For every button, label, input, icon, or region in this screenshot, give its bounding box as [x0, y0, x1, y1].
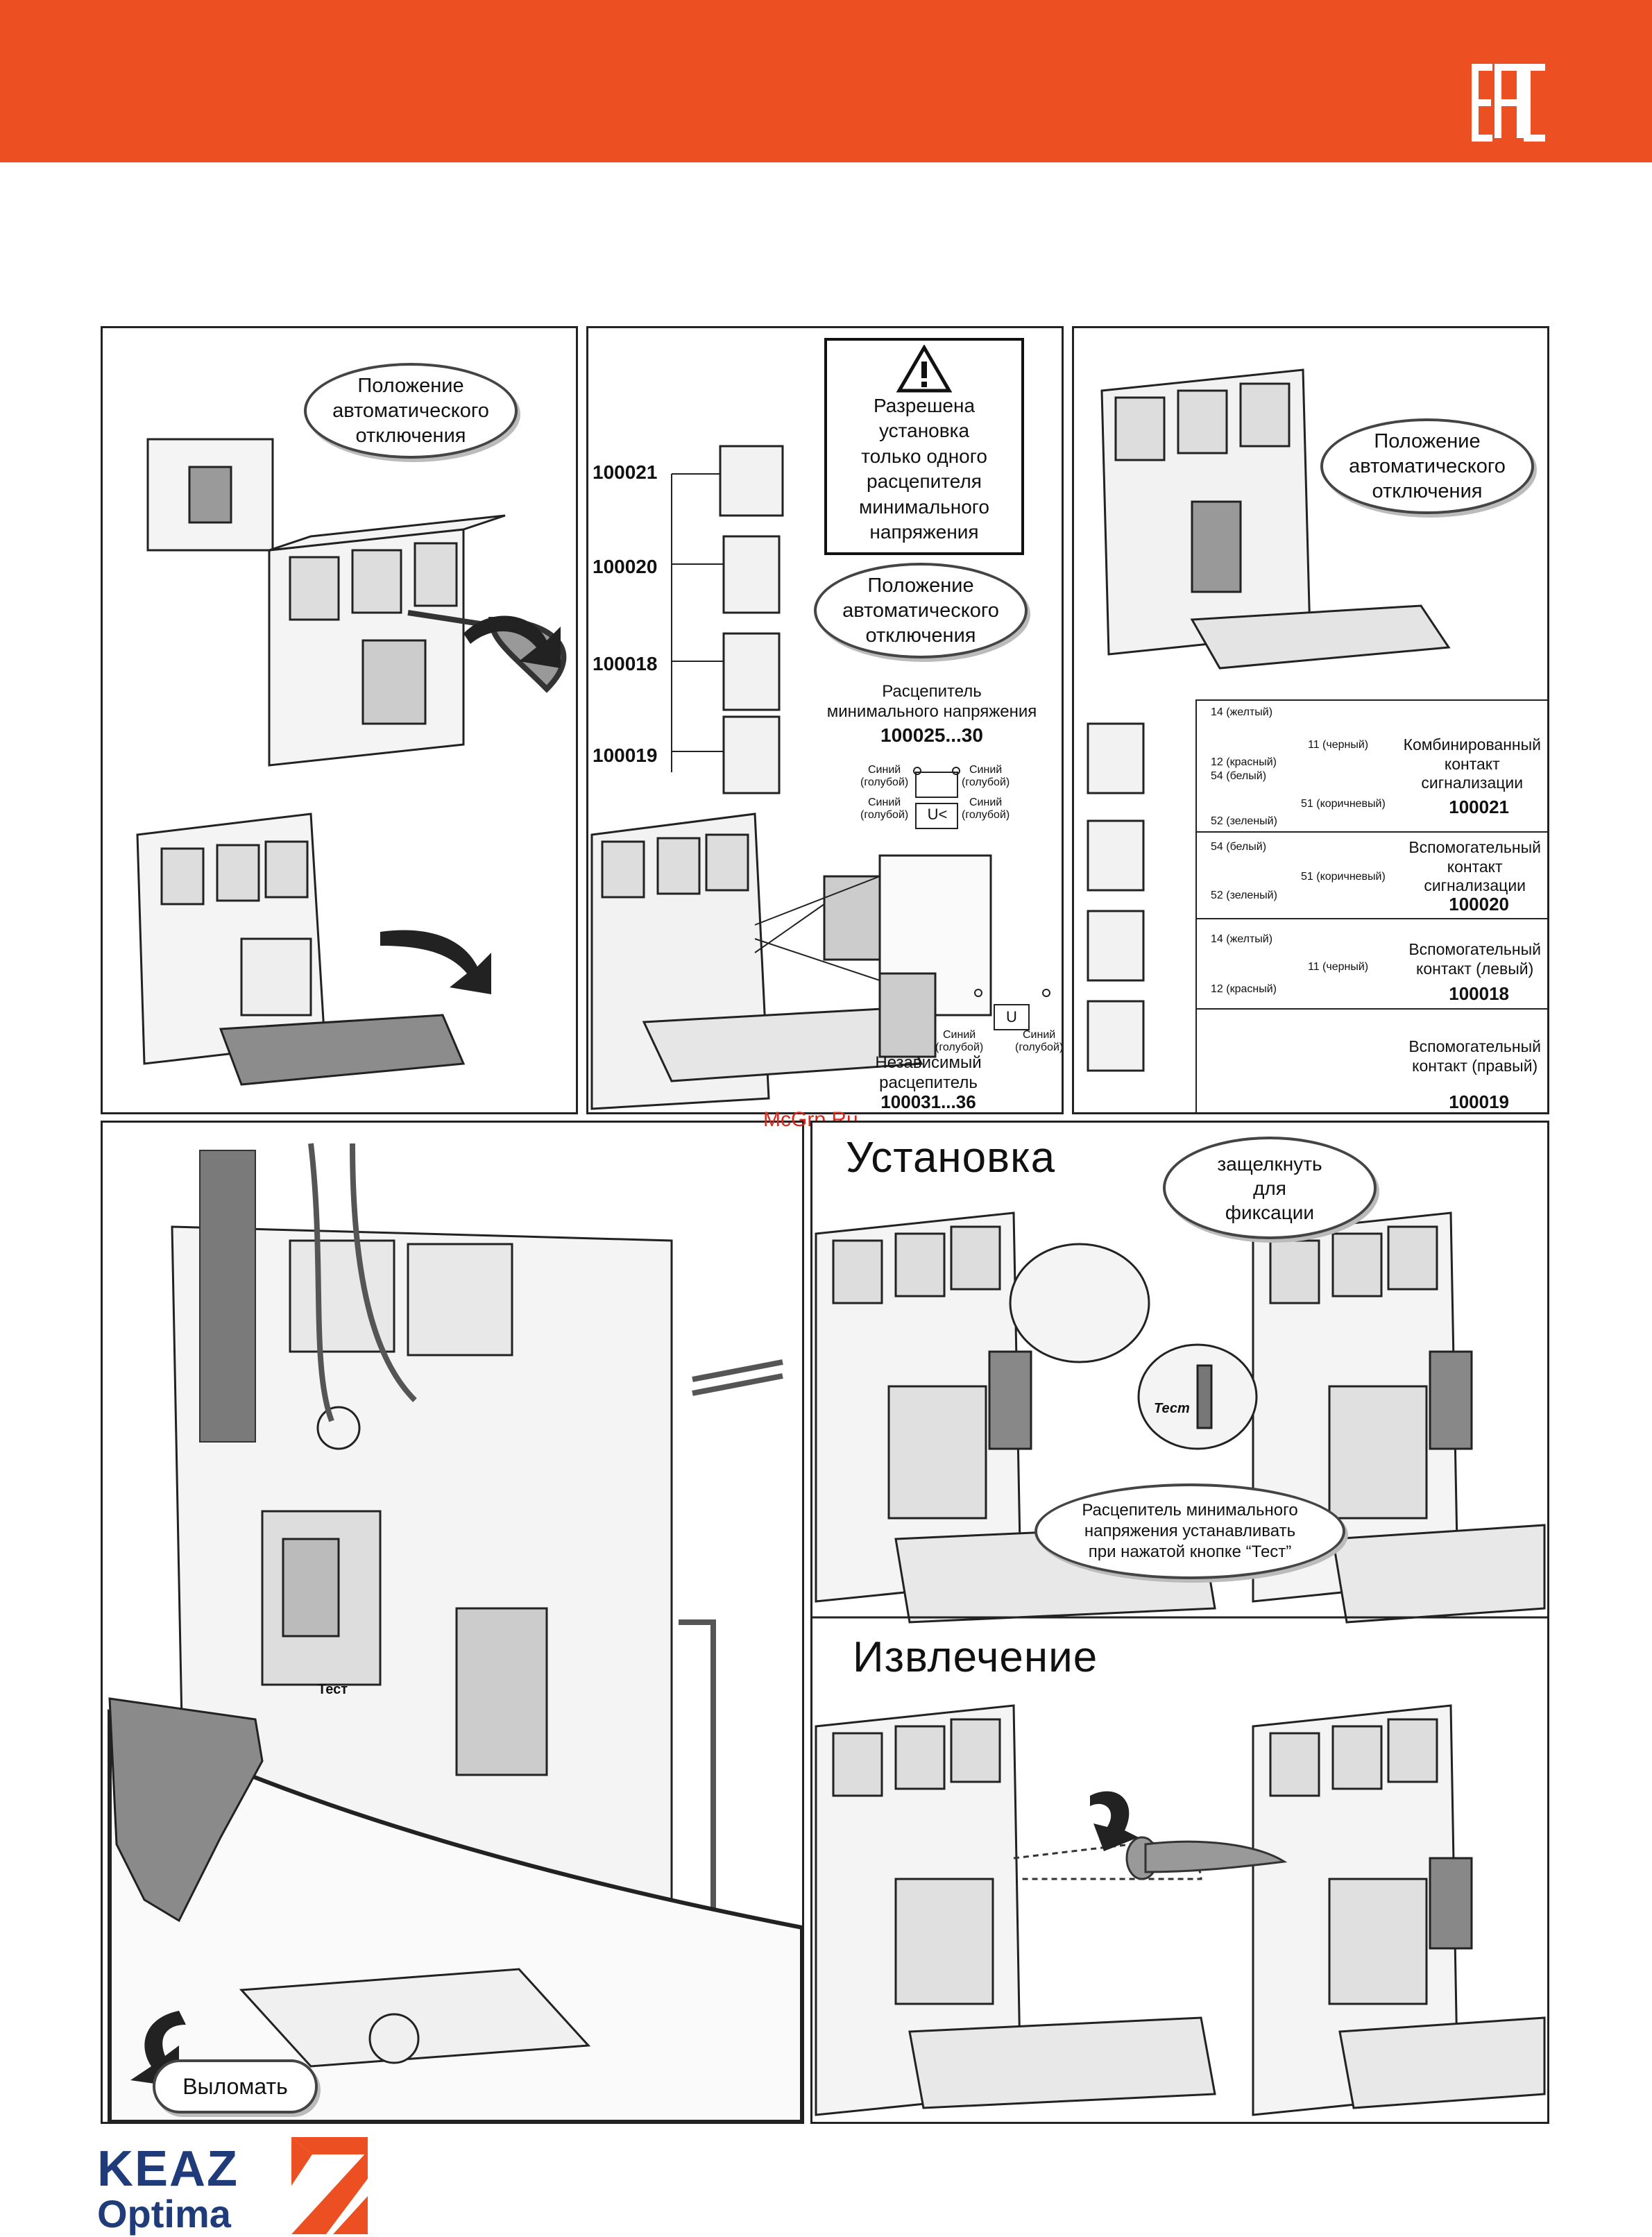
snap-bubble: защелкнуть для фиксации — [1163, 1137, 1377, 1239]
install-remove-illustration — [812, 1211, 1547, 2116]
wire-label: Синий (голубой) — [935, 1029, 984, 1053]
breakout-illustration — [108, 1143, 802, 2122]
brand-subname: Optima — [97, 2192, 231, 2236]
panel-accessories: 100021 100020 100018 100019 Разрешена ус… — [586, 326, 1064, 1114]
panel-breakout: Тест Выломать — [101, 1121, 804, 2124]
test-button-label: Тест — [318, 1682, 348, 1697]
brand-name: KEAZ — [97, 2141, 239, 2197]
legend-code: 100020 — [1449, 894, 1509, 915]
warning-text: Разрешена установка только одного расцеп… — [859, 395, 989, 543]
header-bar — [0, 0, 1652, 162]
panel-trip-position: Положение автоматического отключения — [101, 326, 578, 1114]
wire-label: 54 (белый) — [1211, 770, 1267, 782]
install-title: Установка — [846, 1134, 1056, 1182]
wire-label: 52 (зеленый) — [1211, 815, 1277, 827]
wire-label: 51 (коричневый) — [1301, 871, 1386, 883]
wire-label: Синий (голубой) — [1015, 1029, 1064, 1053]
trip-position-bubble: Положение автоматического отключения — [304, 363, 518, 459]
contact-legend: 14 (желтый) 11 (черный) 12 (красный) 54 … — [1195, 699, 1547, 1112]
code-label: 100020 — [593, 556, 658, 577]
wire-label: Синий (голубой) — [962, 764, 1010, 788]
warning-icon — [896, 345, 952, 393]
install-note-bubble: Расцепитель минимального напряжения уста… — [1034, 1483, 1345, 1579]
legend-row: 54 (белый) 51 (коричневый) 52 (зеленый) … — [1197, 831, 1547, 919]
shunt-code: 100031...36 — [880, 1091, 976, 1112]
legend-code: 100021 — [1449, 797, 1509, 817]
legend-code: 100018 — [1449, 983, 1509, 1004]
wire-label: 51 (коричневый) — [1301, 798, 1386, 810]
code-label: 100019 — [593, 745, 658, 766]
wire-label: Синий (голубой) — [860, 764, 909, 788]
legend-row: Вспомогательный контакт (правый) 100019 — [1197, 1008, 1547, 1112]
wire-label: 54 (белый) — [1211, 841, 1267, 853]
accessory-illustration — [590, 445, 1050, 1110]
legend-name: Комбинированный контакт сигнализации — [1403, 735, 1541, 792]
wire-label: 14 (желтый) — [1211, 933, 1273, 945]
legend-name: Вспомогательный контакт сигнализации — [1408, 838, 1541, 895]
warning-box: Разрешена установка только одного расцеп… — [824, 338, 1024, 555]
wire-label: 11 (черный) — [1308, 739, 1369, 751]
wire-label: 14 (желтый) — [1211, 706, 1273, 718]
trip-position-bubble: Положение автоматического отключения — [1320, 418, 1534, 514]
legend-code: 100019 — [1449, 1091, 1509, 1112]
uvr-title: Расцепитель минимального напряжения — [826, 682, 1037, 721]
legend-name: Вспомогательный контакт (левый) — [1408, 940, 1541, 978]
test-button-label: Тест — [1154, 1401, 1190, 1416]
panel-install-remove: Установка защелкнуть для фиксации Тест Р… — [810, 1121, 1549, 2124]
code-label: 100021 — [593, 461, 658, 483]
wire-label: 12 (красный) — [1211, 756, 1277, 768]
breakout-bubble: Выломать — [153, 2059, 318, 2113]
uvr-code: 100025...30 — [880, 724, 983, 746]
uvr-symbol: U< — [927, 806, 948, 823]
eac-logo — [1472, 64, 1545, 142]
trip-position-bubble: Положение автоматического отключения — [814, 563, 1028, 658]
shunt-title: Независимый расцепитель — [875, 1053, 982, 1092]
wire-label: 11 (черный) — [1308, 961, 1369, 973]
wire-label: Синий (голубой) — [860, 797, 909, 821]
keaz-logo-mark — [291, 2137, 368, 2234]
wire-label: 12 (красный) — [1211, 983, 1277, 995]
wire-label: Синий (голубой) — [962, 797, 1010, 821]
contacts-illustration — [1087, 368, 1451, 1072]
legend-row: 14 (желтый) 11 (черный) 12 (красный) 54 … — [1197, 699, 1547, 833]
legend-name: Вспомогательный контакт (правый) — [1408, 1037, 1541, 1075]
wire-label: 52 (зеленый) — [1211, 890, 1277, 901]
shunt-symbol: U — [1006, 1008, 1017, 1026]
remove-title: Извлечение — [853, 1633, 1098, 1681]
code-label: 100018 — [593, 653, 658, 674]
panel-contacts: Положение автоматического отключения 14 … — [1072, 326, 1549, 1114]
legend-row: 14 (желтый) 11 (черный) 12 (красный) Всп… — [1197, 918, 1547, 1010]
breaker-illustration — [136, 438, 567, 1086]
